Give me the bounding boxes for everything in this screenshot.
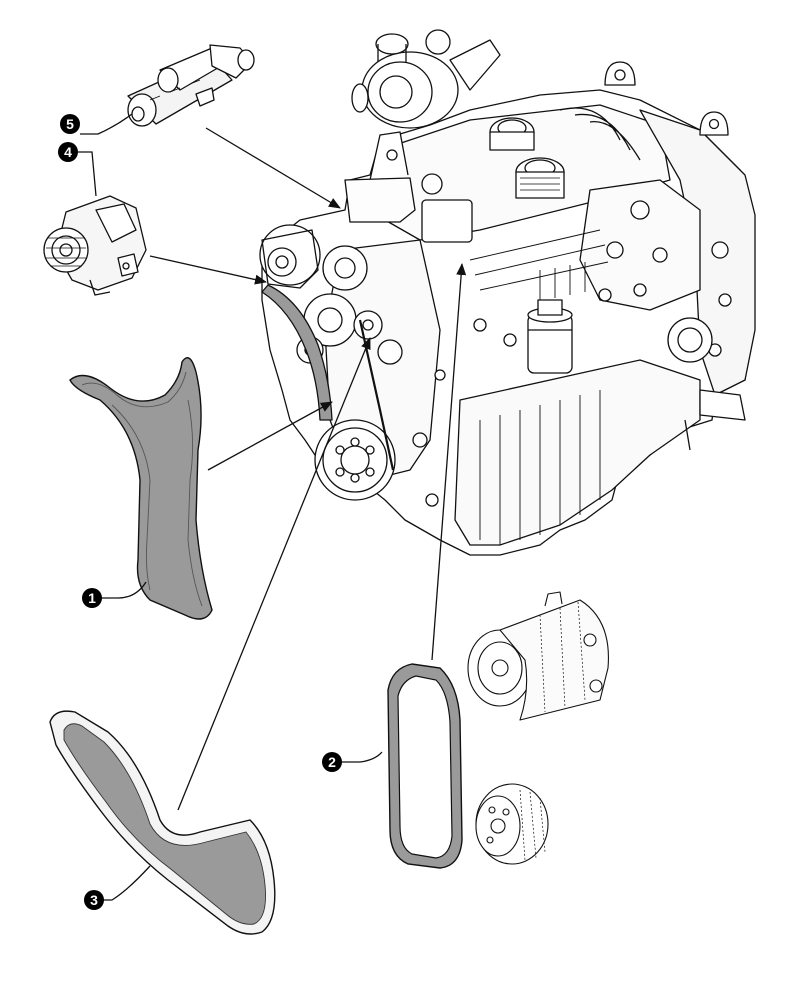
callout-2-label: 2 bbox=[328, 754, 336, 770]
callout-1-label: 1 bbox=[88, 590, 96, 606]
starter-motor-illustration bbox=[127, 44, 255, 127]
arrow-alternator-to-engine bbox=[149, 255, 267, 285]
callout-badge-3: 3 bbox=[84, 890, 104, 910]
belt-1 bbox=[69, 357, 213, 620]
belt-3 bbox=[49, 710, 276, 935]
ac-compressor-illustration bbox=[467, 591, 609, 721]
arrow-belt3-to-engine bbox=[177, 337, 371, 811]
alternator-illustration bbox=[43, 195, 147, 296]
callout-badge-4: 4 bbox=[58, 142, 78, 162]
callout-3-leader bbox=[102, 865, 151, 901]
belt-2 bbox=[387, 663, 463, 869]
callout-badge-2: 2 bbox=[322, 752, 342, 772]
callout-2-leader bbox=[340, 751, 383, 763]
pulley-illustration bbox=[475, 783, 549, 865]
arrow-belt2-to-engine bbox=[431, 263, 467, 661]
arrow-starter-to-engine bbox=[205, 127, 341, 209]
callout-3-label: 3 bbox=[90, 892, 98, 908]
callout-4-label: 4 bbox=[64, 144, 72, 160]
engine-illustration bbox=[259, 29, 756, 556]
callout-4-leader bbox=[78, 151, 97, 197]
arrow-belt1-to-engine bbox=[207, 401, 333, 471]
leader-lines bbox=[78, 113, 467, 901]
callout-badge-1: 1 bbox=[82, 588, 102, 608]
callout-badge-5: 5 bbox=[60, 114, 80, 134]
callout-5-leader bbox=[80, 113, 133, 135]
callout-1-leader bbox=[100, 581, 147, 599]
callout-5-label: 5 bbox=[66, 116, 74, 132]
